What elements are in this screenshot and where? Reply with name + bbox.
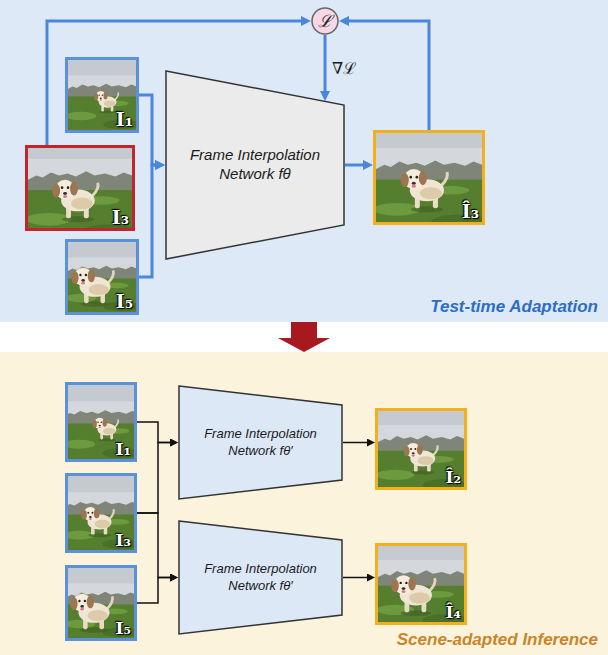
text-holder: Î₂: [446, 469, 461, 486]
target-frame: I₃: [25, 145, 135, 231]
text-holder: Frame Interpolation Network fθ′: [178, 520, 343, 635]
scene-background: [28, 148, 132, 228]
network-label: Frame Interpolation Network fθ: [187, 146, 323, 184]
frame-label: Î₄: [446, 604, 461, 621]
input-frame: I₅: [65, 565, 137, 641]
text-holder: Frame Interpolation Network fθ: [165, 70, 345, 260]
dog-figure: [52, 180, 98, 222]
text-holder: I₅: [116, 292, 133, 311]
stage-panel: I₁ I₃ I₅ Frame Interpolation Network fθ′ Fra…: [0, 352, 608, 655]
stage-panel: ℒ I₁ I₃ I₅ Frame Interpolation Network fθ Î₃ T…: [0, 0, 608, 322]
text-holder: Î₃: [462, 202, 479, 221]
frame-label: Î₃: [462, 202, 479, 221]
scene-background: [68, 242, 136, 312]
text-holder: I₅: [116, 620, 131, 637]
output-frame: Î₂: [375, 408, 467, 490]
gradient-label: ∇ℒ: [332, 57, 356, 79]
text-holder: Î₄: [446, 604, 461, 621]
scene-background: [68, 60, 136, 130]
network-box: Frame Interpolation Network fθ′: [178, 520, 343, 635]
input-frame: I₅: [65, 239, 139, 315]
dog-figure: [71, 268, 113, 307]
scene-background: [378, 411, 464, 487]
scene-background: [68, 568, 134, 638]
stage-title: Scene-adapted Inference: [397, 630, 598, 650]
dog-figure: [391, 575, 435, 616]
network-box: Frame Interpolation Network fθ: [165, 70, 345, 260]
frame-label: I₅: [116, 292, 133, 311]
frame-label: I₃: [116, 532, 131, 549]
network-label: Frame Interpolation Network fθ′: [200, 426, 321, 459]
input-frame: I₃: [65, 473, 137, 553]
scene-background: [378, 546, 464, 622]
frame-label: I₅: [116, 620, 131, 637]
dog-figure: [401, 169, 448, 212]
text-holder: ℒ: [311, 7, 339, 35]
text-holder: I₃: [112, 208, 129, 227]
stage-title: Test-time Adaptation: [430, 297, 598, 317]
frame-label: Î₂: [446, 469, 461, 486]
dog-figure: [70, 594, 112, 633]
frame-label: I₃: [112, 208, 129, 227]
network-label: Frame Interpolation Network fθ′: [200, 561, 321, 594]
text-holder: I₁: [116, 441, 131, 458]
loss-symbol: ℒ: [318, 13, 332, 30]
text-holder: Test-time Adaptation: [430, 297, 598, 317]
text-holder: Scene-adapted Inference: [397, 630, 598, 650]
output-frame: Î₄: [375, 543, 467, 625]
text-holder: I₁: [116, 110, 133, 129]
scene-background: [68, 385, 134, 459]
network-box: Frame Interpolation Network fθ′: [178, 385, 343, 500]
dog-figure: [94, 91, 118, 114]
output-frame: Î₃: [373, 130, 485, 225]
dog-figure: [404, 443, 438, 474]
scene-background: [68, 476, 134, 550]
scene-background: [376, 133, 482, 222]
text-holder: I₃: [116, 532, 131, 549]
dog-figure: [92, 418, 118, 442]
input-frame: I₁: [65, 382, 137, 462]
text-holder: Frame Interpolation Network fθ′: [178, 385, 343, 500]
dog-figure: [81, 507, 114, 537]
frame-label: I₁: [116, 110, 133, 129]
stage-arrow: [278, 322, 330, 352]
label-holder: ∇ℒ: [332, 57, 356, 79]
loss-circle: ℒ: [311, 7, 339, 35]
input-frame: I₁: [65, 57, 139, 133]
frame-label: I₁: [116, 441, 131, 458]
